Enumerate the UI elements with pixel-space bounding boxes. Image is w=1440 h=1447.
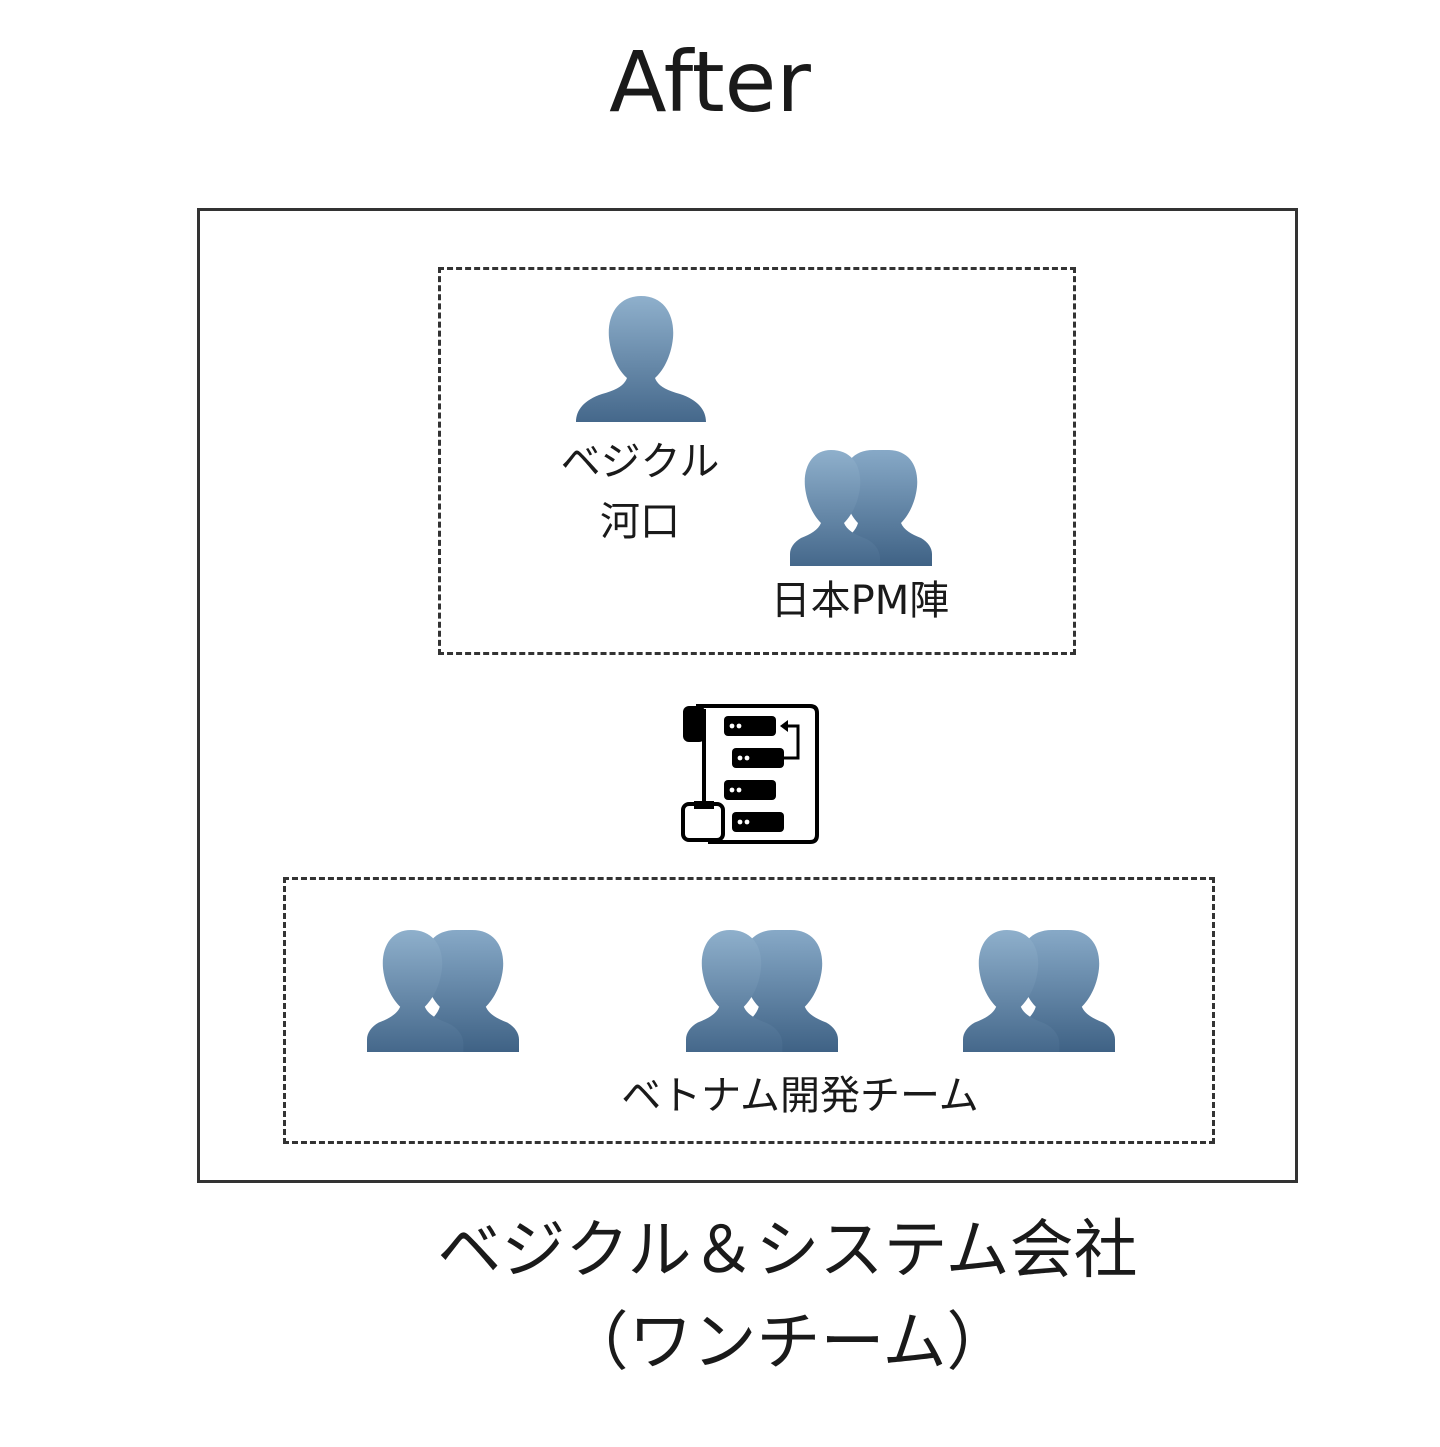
workflow-document-icon [680,704,820,844]
company-boundary [197,208,1298,1183]
diagram-title: After [609,33,811,131]
caption-line2: （ワンチーム） [564,1306,1011,1380]
group-icon [686,930,838,1052]
japan-pm-group [438,267,1076,655]
person-name-line1: ベジクル [560,439,720,485]
pm-team-label: 日本PM陣 [770,578,950,624]
vietnam-dev-group [283,877,1215,1144]
person-name-line2: 河口 [600,499,680,545]
caption-line1: ベジクル＆システム会社 [437,1214,1138,1288]
group-icon [790,450,932,566]
person-icon [574,296,708,422]
group-icon [367,930,519,1052]
group-icon [963,930,1115,1052]
dev-team-label: ベトナム開発チーム [621,1073,979,1119]
